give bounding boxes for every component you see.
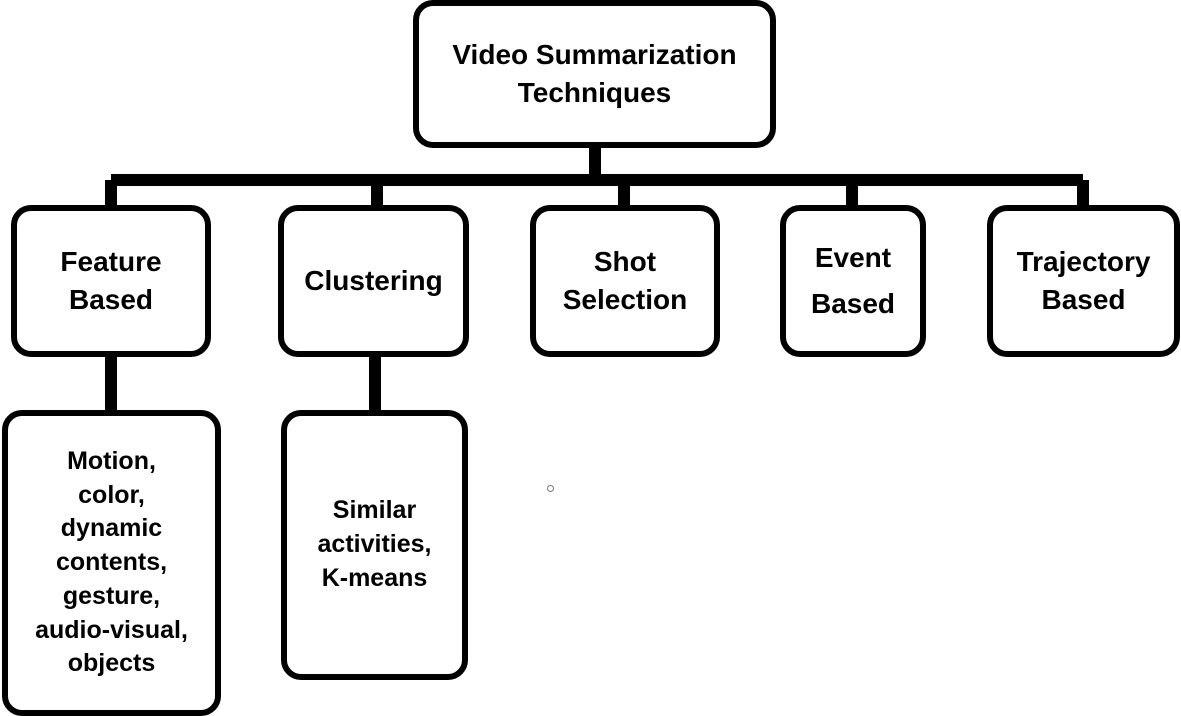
feature-detail-6: audio-visual, [35, 615, 188, 644]
clustering-detail-3: K-means [321, 563, 428, 592]
feature-detail-5: gesture, [62, 581, 161, 610]
feature-detail-3: dynamic [60, 514, 163, 543]
feature-label-line-1: Feature [60, 246, 162, 278]
event-label-line-2: Based [810, 288, 896, 319]
trajectory-label-line-2: Based [1041, 284, 1126, 315]
node-shot-selection: Shot Selection [530, 205, 720, 357]
feature-detail-2: color, [78, 480, 145, 509]
node-clustering-details: Similar activities, K-means [281, 410, 468, 680]
trajectory-label-line-1: Trajectory [1016, 246, 1151, 278]
node-trajectory-based: Trajectory Based [987, 205, 1180, 357]
node-feature-based: Feature Based [11, 205, 211, 357]
feature-detail-7: objects [67, 649, 156, 678]
feature-label-line-2: Based [68, 284, 154, 315]
root-label-line-2: Techniques [517, 77, 672, 108]
node-clustering: Clustering [278, 205, 469, 357]
event-label-line-1: Event [814, 242, 892, 274]
clustering-label: Clustering [304, 265, 443, 297]
root-label-line-1: Video Summarization [452, 39, 737, 71]
feature-detail-1: Motion, [67, 446, 156, 475]
shot-label-line-1: Shot [593, 246, 657, 278]
clustering-detail-2: activities, [317, 530, 432, 559]
node-feature-details: Motion, color, dynamic contents, gesture… [2, 410, 221, 716]
root-node-video-summarization: Video Summarization Techniques [413, 0, 776, 148]
stray-circle-mark [547, 485, 554, 492]
node-event-based: Event Based [780, 205, 926, 357]
clustering-detail-1: Similar [332, 496, 417, 525]
feature-detail-4: contents, [55, 548, 168, 577]
shot-label-line-2: Selection [562, 284, 688, 315]
